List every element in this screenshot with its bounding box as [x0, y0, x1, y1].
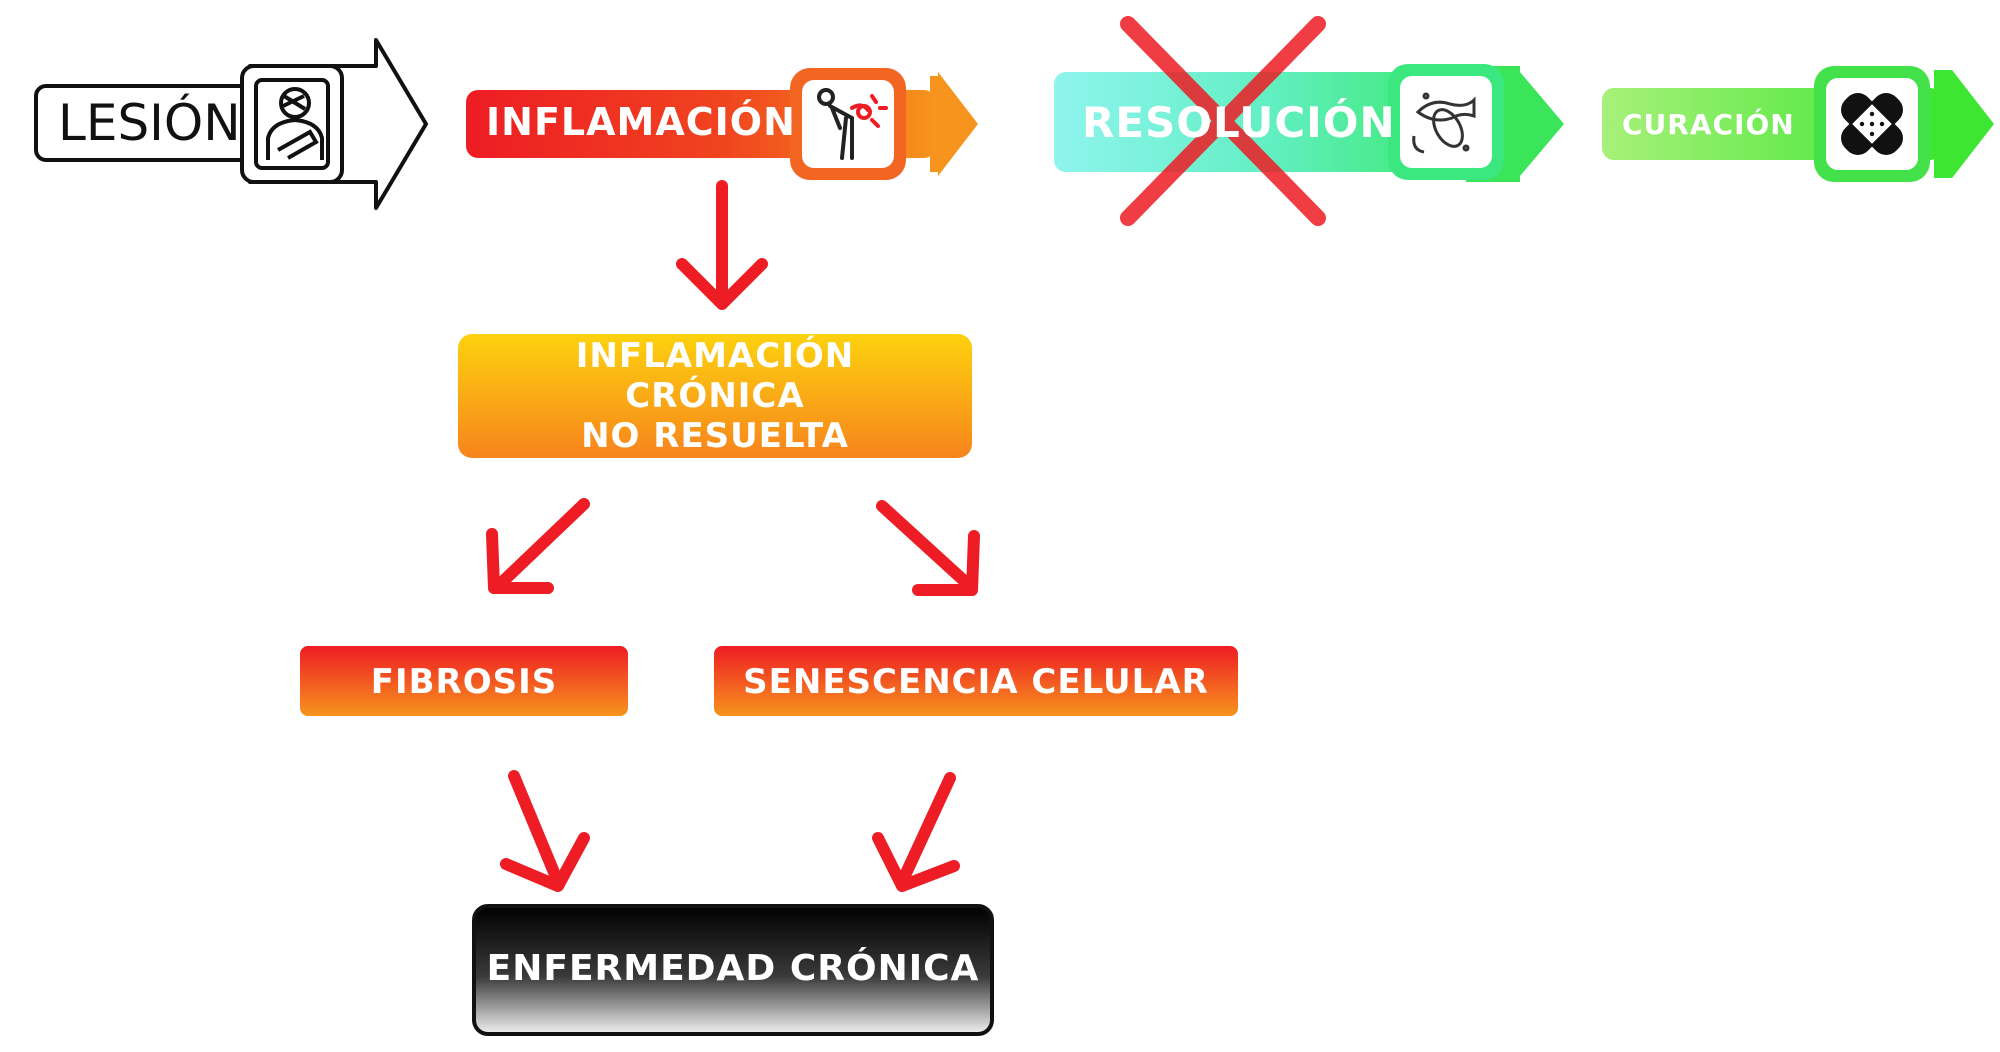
stage-lesion [34, 38, 428, 210]
chronic-inflammation-box [458, 334, 972, 458]
pills-fish-icon [1412, 92, 1476, 154]
bandage-icon [1841, 93, 1903, 155]
chronic-disease-box [472, 904, 994, 1036]
fibrosis-box [300, 646, 628, 716]
stage-resolucion [1054, 64, 1564, 182]
arrow-senescence-to-disease [872, 772, 960, 892]
arrow-fibrosis-to-disease [500, 770, 590, 892]
chronic-line-1: INFLAMACIÓN [575, 336, 855, 376]
chronic-inflammation-text: INFLAMACIÓN CRÓNICA NO RESUELTA [458, 336, 972, 456]
blocked-cross-mark [1120, 16, 1326, 226]
stage-inflamacion [466, 68, 978, 180]
joint-pain-icon [817, 88, 888, 160]
senescence-box [714, 646, 1238, 716]
curacion-label: CURACIÓN [1622, 108, 1795, 141]
chronic-line-3: NO RESUELTA [581, 416, 849, 456]
senescence-label: SENESCENCIA CELULAR [743, 662, 1209, 702]
resolucion-label: RESOLUCIÓN [1082, 98, 1396, 147]
lesion-label: LESIÓN [58, 94, 241, 152]
chronic-line-2: CRÓNICA [625, 376, 805, 416]
inflamacion-label: INFLAMACIÓN [486, 100, 796, 144]
chronic-disease-label: ENFERMEDAD CRÓNICA [486, 948, 980, 989]
fibrosis-label: FIBROSIS [370, 662, 558, 702]
injured-person-icon [254, 78, 330, 170]
arrow-to-fibrosis [486, 498, 590, 594]
arrow-to-senescence [876, 500, 980, 596]
stage-curacion [1602, 66, 1994, 182]
arrow-to-chronic [676, 180, 768, 310]
